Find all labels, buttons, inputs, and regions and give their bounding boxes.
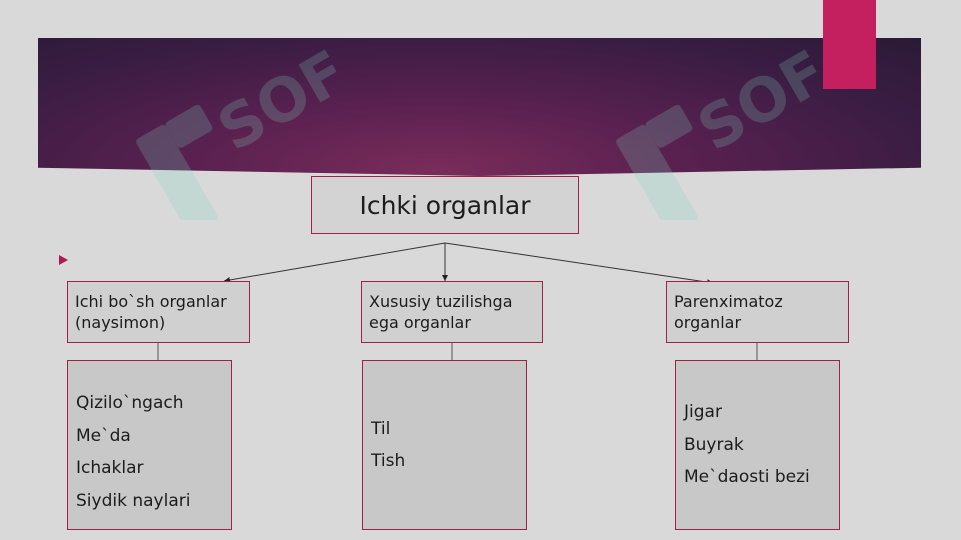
category-label: (naysimon): [75, 313, 166, 332]
list-item: Ichaklar: [76, 458, 144, 478]
accent-bar: [823, 0, 876, 89]
list-item: Siydik naylari: [76, 490, 191, 511]
list-item: Buyrak: [684, 434, 744, 455]
list-item: Qizilo`ngach: [76, 393, 184, 413]
category-label: organlar: [674, 313, 742, 332]
items-list-3: Jigar Buyrak Me`daosti bezi: [675, 360, 840, 530]
list-item: Me`daosti bezi: [684, 467, 810, 488]
items-list-1: Qizilo`ngach Me`da Ichaklar Siydik nayla…: [67, 360, 232, 530]
arrow-to-category-3: [444, 242, 714, 286]
category-node-1: Ichi bo`sh organlar (naysimon): [67, 281, 250, 343]
list-item: Tish: [371, 451, 406, 471]
list-item: Me`da: [76, 425, 131, 446]
category-node-3: Parenximatoz organlar: [666, 281, 849, 343]
list-item: Til: [371, 418, 391, 439]
category-node-2: Xususiy tuzilishga ega organlar: [361, 281, 543, 343]
category-label: Parenximatoz: [674, 292, 783, 311]
title-banner: [38, 38, 921, 176]
root-node: Ichki organlar: [311, 176, 579, 234]
arrow-to-category-1: [223, 242, 446, 283]
category-label: Ichi bo`sh organlar: [75, 292, 227, 311]
category-label: ega organlar: [369, 313, 471, 332]
list-item: Jigar: [684, 402, 722, 423]
root-label: Ichki organlar: [359, 190, 531, 220]
category-label: Xususiy tuzilishga: [369, 292, 513, 311]
bullet-arrow-icon: [59, 255, 68, 265]
items-list-2: Til Tish: [362, 360, 527, 530]
